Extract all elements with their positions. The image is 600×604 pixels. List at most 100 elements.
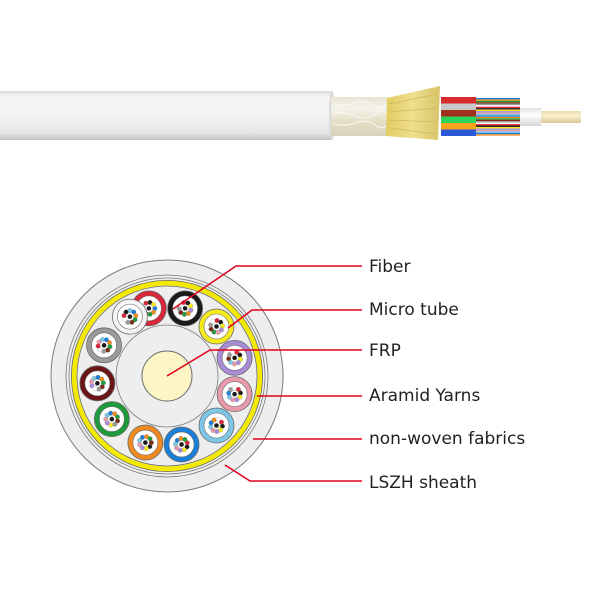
micro-tube-green <box>93 401 130 437</box>
side-fiber-strand <box>476 121 520 123</box>
fiber <box>232 355 237 361</box>
side-fiber-strand <box>476 98 520 100</box>
side-tube-band <box>441 97 476 104</box>
fiber <box>208 420 214 426</box>
fiber <box>127 314 133 319</box>
micro-tube-white <box>112 298 148 335</box>
leader-lines <box>166 265 362 482</box>
side-fiber-strand <box>476 106 520 109</box>
fiber <box>238 356 243 362</box>
fiber <box>230 397 236 403</box>
fiber <box>188 303 194 309</box>
side-fiber-strand <box>476 100 520 103</box>
fiber <box>143 440 148 445</box>
side-fiber-strand <box>476 124 520 126</box>
micro-tube-blue <box>163 426 200 463</box>
fiber <box>182 437 188 442</box>
micro-tube-violet <box>216 339 253 376</box>
micro-tube-yellow <box>198 308 235 345</box>
side-tube-band <box>441 110 476 117</box>
fiber <box>140 434 145 440</box>
cable-side-view <box>0 86 581 140</box>
fiber <box>95 343 101 349</box>
label-aramid-yarns: Aramid Yarns <box>369 386 481 406</box>
label-non-woven-fabrics: non-woven fabrics <box>369 429 526 449</box>
leader-micro-tube <box>227 309 362 329</box>
fiber <box>143 446 149 451</box>
side-fiber-strand <box>476 129 520 132</box>
fiber <box>188 307 194 313</box>
fiber <box>115 418 120 424</box>
aramid-texture <box>388 93 438 135</box>
side-fiber-strand <box>476 116 520 119</box>
micro-tube-bundle <box>441 97 476 136</box>
side-fiber-strand <box>476 131 520 133</box>
aramid-outer-line <box>71 279 263 472</box>
non-woven-side <box>331 97 387 136</box>
fiber <box>89 379 95 385</box>
fiber <box>112 411 118 417</box>
fiber <box>234 397 240 403</box>
side-fiber-strand <box>476 113 520 116</box>
fiber <box>114 414 120 420</box>
fiber <box>103 337 109 343</box>
non-woven-outer-line <box>65 274 269 478</box>
fiber <box>179 442 184 447</box>
frp-sleeve-side <box>520 108 541 126</box>
fiber <box>99 337 105 343</box>
side-tube-band <box>441 129 476 136</box>
fiber <box>232 391 237 397</box>
fiber <box>214 423 219 428</box>
fiber <box>92 386 98 392</box>
fiber <box>106 340 112 346</box>
side-fiber-strand <box>476 122 520 125</box>
micro-tube-pink <box>216 376 253 413</box>
fiber <box>181 447 187 453</box>
fiber <box>214 324 219 329</box>
fiber <box>208 322 214 328</box>
fiber <box>107 344 113 350</box>
leader-fiber <box>172 265 362 310</box>
fiber <box>104 412 110 418</box>
label-fiber: Fiber <box>369 257 411 277</box>
side-fiber-strand <box>476 102 520 104</box>
side-fiber-strand <box>476 112 520 114</box>
fiber <box>237 352 243 358</box>
side-fiber-strand <box>476 105 520 107</box>
fiber <box>151 302 156 307</box>
fiber <box>96 386 102 392</box>
fiber <box>238 390 243 396</box>
non-woven-fabric <box>68 277 266 475</box>
micro-tube-slate <box>86 327 122 364</box>
fiber <box>122 317 128 323</box>
fiber <box>208 424 214 430</box>
fiber <box>137 442 143 447</box>
fiber <box>147 311 153 317</box>
label-micro-tube: Micro tube <box>369 300 459 320</box>
side-fiber-strand <box>476 115 520 117</box>
fiber <box>112 421 118 427</box>
fiber <box>148 440 154 446</box>
side-tube-band <box>441 116 476 123</box>
non-woven-texture <box>332 100 388 129</box>
side-fiber-strand <box>476 134 520 136</box>
label-frp: FRP <box>369 341 401 361</box>
side-fiber-strand <box>476 127 520 129</box>
leader-lszh-sheath <box>224 464 362 482</box>
fiber <box>139 445 145 451</box>
fiber <box>123 309 129 315</box>
fiber <box>101 343 107 348</box>
fiber <box>215 329 221 335</box>
fiber <box>210 427 216 433</box>
side-fiber-strand <box>476 103 520 106</box>
side-fiber-strand <box>476 125 520 127</box>
frp-rod-side <box>541 111 581 123</box>
micro-tube-aqua <box>198 407 235 444</box>
outer-sheath-side <box>0 91 332 140</box>
fiber <box>182 306 188 311</box>
side-fiber-strand <box>476 128 520 130</box>
fiber <box>227 352 232 358</box>
fiber <box>178 436 184 441</box>
